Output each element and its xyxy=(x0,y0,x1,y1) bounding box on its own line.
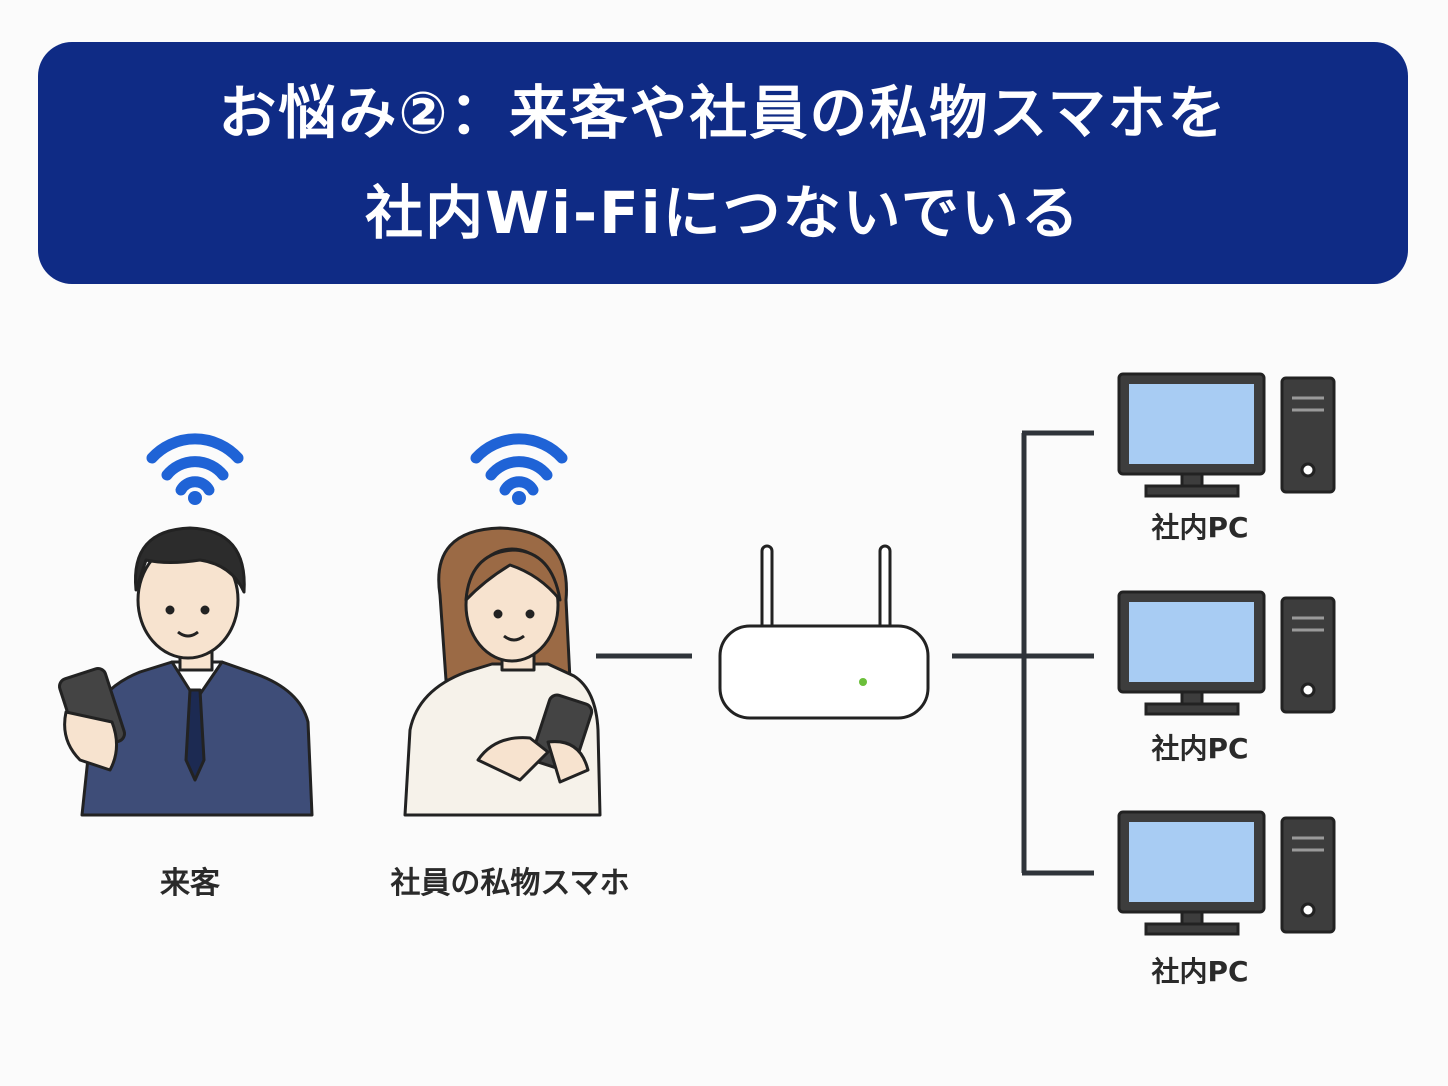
wifi-icon xyxy=(470,433,568,505)
desktop-pc-icon xyxy=(1117,590,1336,716)
pc-label: 社内PC xyxy=(1151,955,1249,988)
network-lines xyxy=(596,430,1094,876)
employee-illustration xyxy=(403,526,602,817)
router-icon xyxy=(718,544,930,720)
pc-label: 社内PC xyxy=(1151,511,1249,544)
visitor-label: 来客 xyxy=(160,866,220,901)
title-banner: お悩み②：来客や社員の私物スマホを 社内Wi-Fiにつないでいる xyxy=(38,42,1408,284)
pc-label: 社内PC xyxy=(1151,732,1249,765)
desktop-pc-icon xyxy=(1117,372,1336,498)
employee-phone-label: 社員の私物スマホ xyxy=(390,866,630,901)
title-line-1: お悩み②：来客や社員の私物スマホを xyxy=(218,79,1228,147)
desktop-pc-icon xyxy=(1117,810,1336,936)
visitor-illustration xyxy=(58,526,314,817)
title-line-2: 社内Wi-Fiにつないでいる xyxy=(365,179,1081,247)
wifi-icon xyxy=(146,433,244,505)
